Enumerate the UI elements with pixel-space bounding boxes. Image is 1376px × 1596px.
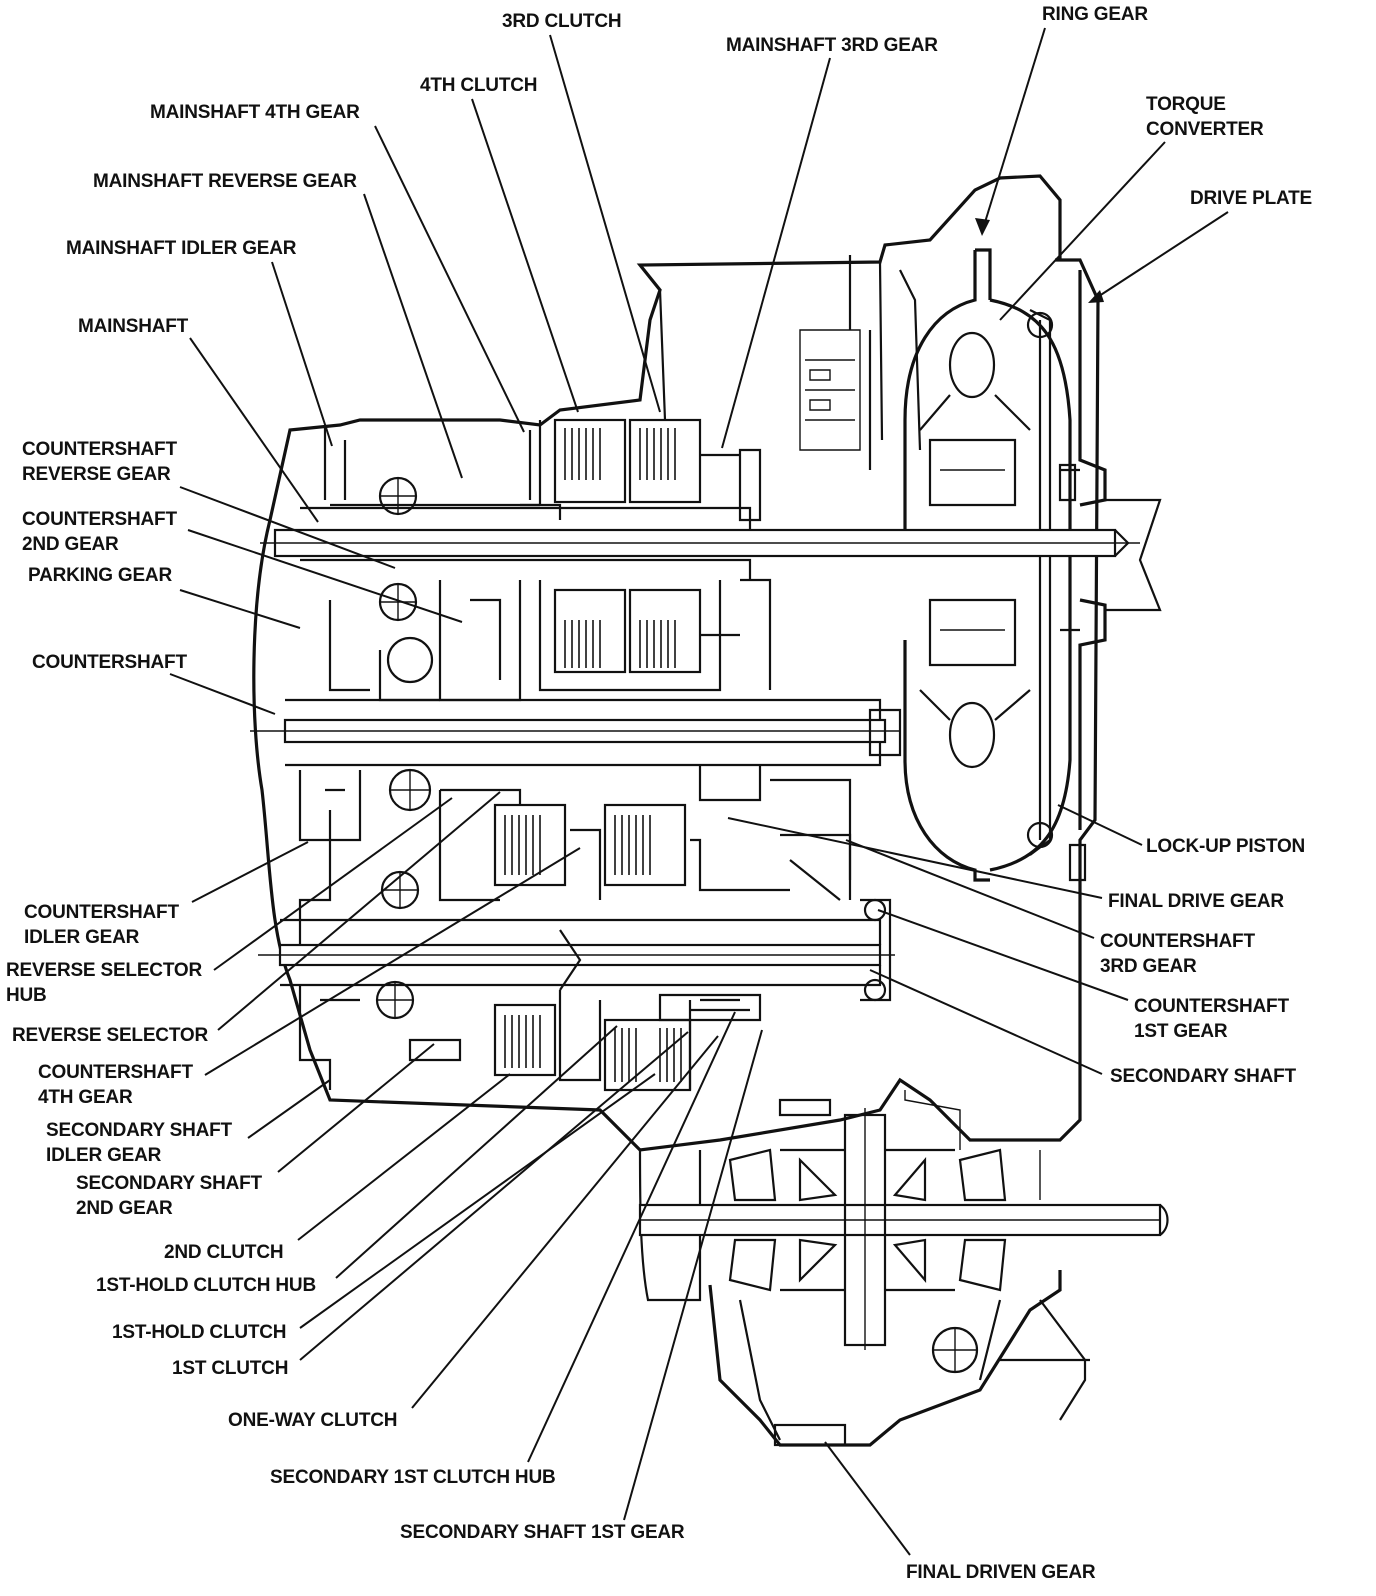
label-drive-plate: DRIVE PLATE — [1190, 188, 1313, 209]
leader-lines — [169, 27, 1229, 1556]
label-secondary-shaft-1st-gear: SECONDARY SHAFT 1ST GEAR — [400, 1522, 685, 1543]
label-1st-hold-clutch-hub: 1ST-HOLD CLUTCH HUB — [96, 1275, 316, 1296]
clutch-packs-lower — [298, 788, 852, 1092]
label-reverse-selector-hub-line1: REVERSE SELECTOR — [6, 960, 202, 981]
label-final-driven-gear: FINAL DRIVEN GEAR — [906, 1562, 1096, 1583]
label-2nd-clutch: 2ND CLUTCH — [164, 1242, 284, 1263]
label-secondary-shaft-idler-gear-line1: SECONDARY SHAFT — [46, 1120, 232, 1141]
label-secondary-shaft-idler-gear-line2: IDLER GEAR — [46, 1145, 162, 1166]
clutch-packs-upper — [328, 418, 772, 702]
countershaft-assembly — [250, 698, 902, 900]
label-countershaft-2nd-gear-line1: COUNTERSHAFT — [22, 509, 177, 530]
label-countershaft: COUNTERSHAFT — [32, 652, 187, 673]
torque-converter — [903, 248, 1162, 882]
label-mainshaft-reverse-gear: MAINSHAFT REVERSE GEAR — [93, 171, 357, 192]
secondary-shaft-assembly — [258, 898, 895, 1090]
label-secondary-shaft-2nd-gear-line1: SECONDARY SHAFT — [76, 1173, 262, 1194]
label-reverse-selector-hub-line2: HUB — [6, 985, 47, 1006]
label-mainshaft-idler-gear: MAINSHAFT IDLER GEAR — [66, 238, 297, 259]
label-countershaft-1st-gear-line1: COUNTERSHAFT — [1134, 996, 1289, 1017]
label-mainshaft-4th-gear: MAINSHAFT 4TH GEAR — [150, 102, 360, 123]
label-mainshaft-3rd-gear: MAINSHAFT 3RD GEAR — [726, 35, 938, 56]
label-countershaft-idler-gear-line1: COUNTERSHAFT — [24, 902, 179, 923]
label-secondary-shaft: SECONDARY SHAFT — [1110, 1066, 1296, 1087]
label-lock-up-piston: LOCK-UP PISTON — [1146, 836, 1306, 857]
label-secondary-shaft-2nd-gear-line2: 2ND GEAR — [76, 1198, 173, 1219]
mainshaft-assembly — [260, 476, 1140, 622]
label-parking-gear: PARKING GEAR — [28, 565, 172, 586]
label-countershaft-4th-gear-line1: COUNTERSHAFT — [38, 1062, 193, 1083]
differential-assembly — [638, 1090, 1169, 1447]
label-reverse-selector: REVERSE SELECTOR — [12, 1025, 208, 1046]
label-countershaft-3rd-gear-line1: COUNTERSHAFT — [1100, 931, 1255, 952]
transmission-case — [252, 174, 1100, 1152]
label-countershaft-reverse-gear-line2: REVERSE GEAR — [22, 464, 171, 485]
label-torque-converter-line2: CONVERTER — [1146, 119, 1264, 140]
label-countershaft-1st-gear-line2: 1ST GEAR — [1134, 1021, 1228, 1042]
label-mainshaft: MAINSHAFT — [78, 316, 189, 337]
label-3rd-clutch: 3RD CLUTCH — [502, 11, 622, 32]
label-ring-gear: RING GEAR — [1042, 4, 1148, 25]
label-1st-clutch: 1ST CLUTCH — [172, 1358, 289, 1379]
label-final-drive-gear: FINAL DRIVE GEAR — [1108, 891, 1284, 912]
label-secondary-1st-clutch-hub: SECONDARY 1ST CLUTCH HUB — [270, 1467, 556, 1488]
label-countershaft-idler-gear-line2: IDLER GEAR — [24, 927, 140, 948]
label-countershaft-2nd-gear-line2: 2ND GEAR — [22, 534, 119, 555]
label-4th-clutch: 4TH CLUTCH — [420, 75, 538, 96]
label-1st-hold-clutch: 1ST-HOLD CLUTCH — [112, 1322, 287, 1343]
label-countershaft-4th-gear-line2: 4TH GEAR — [38, 1087, 133, 1108]
label-torque-converter-line1: TORQUE — [1146, 94, 1226, 115]
label-one-way-clutch: ONE-WAY CLUTCH — [228, 1410, 398, 1431]
label-countershaft-reverse-gear-line1: COUNTERSHAFT — [22, 439, 177, 460]
label-countershaft-3rd-gear-line2: 3RD GEAR — [1100, 956, 1197, 977]
